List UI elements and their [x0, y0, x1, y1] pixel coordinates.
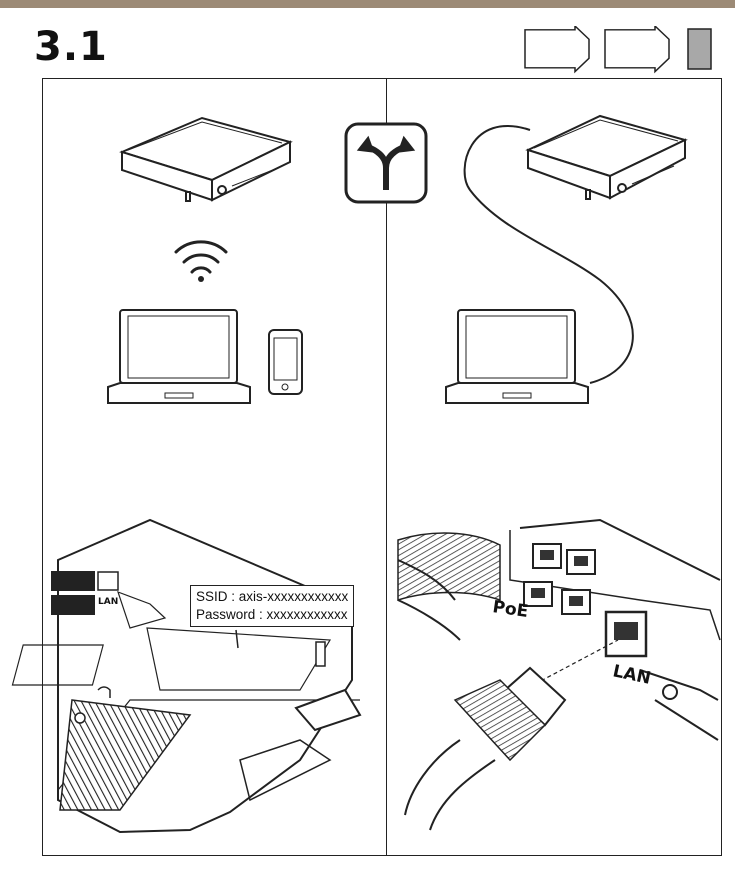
left-lan-port-label: LAN	[98, 597, 118, 607]
right-laptop	[446, 310, 588, 403]
device-sticker: SSID : axis-xxxxxxxxxxxx Password : xxxx…	[190, 585, 354, 627]
right-device	[528, 116, 685, 199]
left-laptop	[108, 310, 250, 403]
smartphone	[269, 330, 302, 394]
wifi-icon	[176, 242, 226, 282]
right-lan-label: LAN	[611, 661, 653, 689]
right-port-closeup	[398, 520, 720, 830]
split-arrow-icon	[346, 124, 426, 202]
ssid-text: SSID : axis-xxxxxxxxxxxx	[196, 588, 348, 606]
left-device	[122, 118, 290, 201]
left-device-bottom	[12, 520, 360, 832]
password-text: Password : xxxxxxxxxxxx	[196, 606, 348, 624]
poe-label: PoE	[491, 597, 529, 622]
